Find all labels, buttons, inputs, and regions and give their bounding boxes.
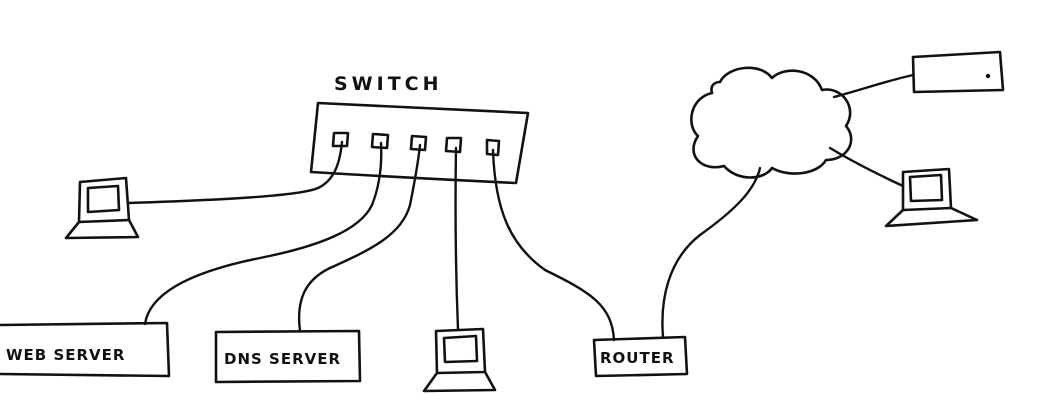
cable-dns-server-switch [297,143,422,333]
laptop-bottom-keyboard [422,370,497,393]
switch-body [309,101,530,185]
router-box [592,335,689,378]
laptop-bottom-display [442,334,479,364]
dns-server: DNS SERVER [214,329,362,384]
cable-web-server-switch [143,141,383,326]
cable-cloud-remote-server [832,73,915,99]
laptop-left-display [86,184,121,214]
cable-router-switch [491,148,616,342]
switch-label: SWITCH [334,73,443,95]
switch-port-5 [485,138,501,157]
switch-port-4 [444,136,463,154]
cable-router-cloud [661,166,762,339]
web-server: WEB SERVER [0,321,171,378]
remote-server-box [911,50,1005,94]
web-server-label: WEB SERVER [6,346,125,364]
network-cables [127,73,915,342]
cloud-shape [690,66,853,179]
laptop-left-keyboard [64,218,140,240]
laptop-left-screen [77,176,131,224]
remote-server [911,50,1005,94]
switch-port-2 [370,132,390,150]
web-server-box [0,321,171,378]
cable-laptop-bottom-switch [454,146,460,332]
dns-server-label: DNS SERVER [224,350,341,368]
laptop-right-display [908,173,944,203]
switch: SWITCH [309,73,530,185]
dns-server-box [214,329,362,384]
cable-laptop-left-switch [127,140,344,205]
switch-port-3 [409,134,428,152]
cable-cloud-laptop-right [828,146,905,188]
remote-server-led [985,73,991,79]
laptop-left [64,176,140,240]
router: ROUTER [592,335,689,378]
switch-port-1 [331,131,350,148]
laptop-right [884,167,979,228]
laptop-right-keyboard [884,206,979,228]
laptop-bottom [422,327,497,393]
internet-cloud [690,66,853,179]
router-label: ROUTER [600,349,675,367]
